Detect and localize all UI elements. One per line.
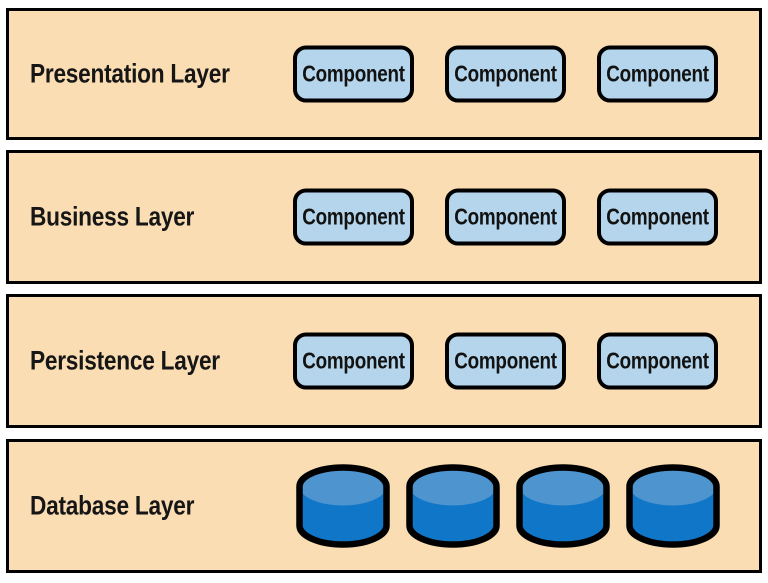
layer-label-business: Business Layer xyxy=(30,202,225,233)
layer-business: Business Layer Component Component Compo… xyxy=(6,150,762,284)
component-label: Component xyxy=(606,347,709,374)
component-label: Component xyxy=(302,60,405,87)
layer-presentation: Presentation Layer Component Component C… xyxy=(6,8,762,140)
component-box: Component xyxy=(597,45,718,103)
databases-row xyxy=(296,464,720,548)
components-row: Component Component Component xyxy=(293,45,718,103)
component-label: Component xyxy=(606,203,709,230)
layer-database: Database Layer xyxy=(6,439,762,573)
layer-label-text: Presentation Layer xyxy=(30,58,230,89)
component-label: Component xyxy=(606,60,709,87)
component-box: Component xyxy=(445,332,566,390)
component-box: Component xyxy=(445,45,566,103)
component-label: Component xyxy=(454,60,557,87)
component-label: Component xyxy=(454,347,557,374)
component-box: Component xyxy=(597,188,718,246)
layer-label-text: Persistence Layer xyxy=(30,345,220,376)
layer-label-persistence: Persistence Layer xyxy=(30,346,256,377)
layer-persistence: Persistence Layer Component Component Co… xyxy=(6,294,762,428)
layer-label-text: Database Layer xyxy=(30,490,195,521)
component-label: Component xyxy=(302,203,405,230)
component-box: Component xyxy=(293,45,414,103)
database-cylinder-icon xyxy=(406,464,500,548)
layer-label-database: Database Layer xyxy=(30,491,225,522)
component-box: Component xyxy=(597,332,718,390)
database-cylinder-icon xyxy=(296,464,390,548)
component-box: Component xyxy=(293,332,414,390)
component-label: Component xyxy=(302,347,405,374)
components-row: Component Component Component xyxy=(293,188,718,246)
layer-label-presentation: Presentation Layer xyxy=(30,59,268,90)
layer-label-text: Business Layer xyxy=(30,201,195,232)
components-row: Component Component Component xyxy=(293,332,718,390)
database-cylinder-icon xyxy=(516,464,610,548)
component-box: Component xyxy=(445,188,566,246)
component-box: Component xyxy=(293,188,414,246)
database-cylinder-icon xyxy=(626,464,720,548)
component-label: Component xyxy=(454,203,557,230)
